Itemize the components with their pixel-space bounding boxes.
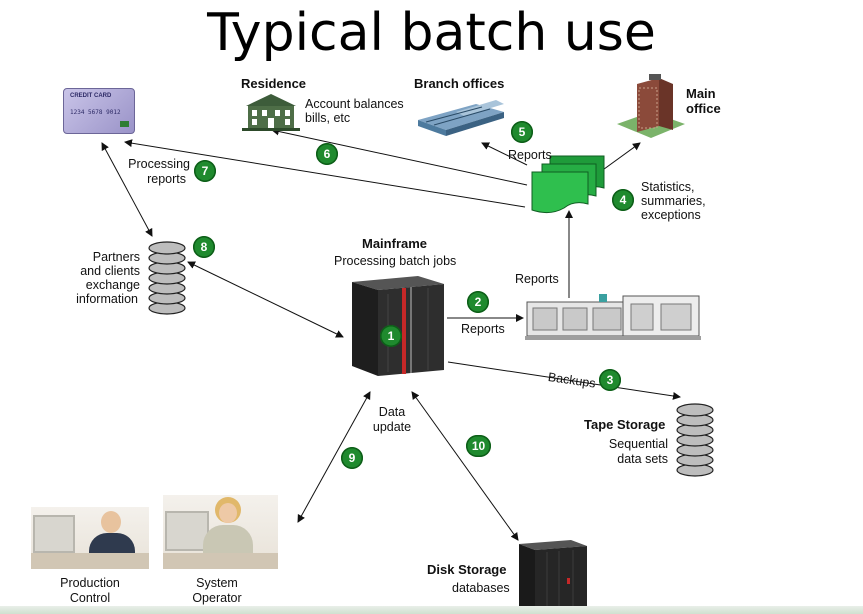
branch-office-icon [418, 100, 504, 136]
production-control-photo [31, 507, 149, 569]
arrow-to-residence [271, 127, 528, 186]
credit-card-number: 1234 5678 9012 [70, 109, 121, 116]
tape-storage-desc-2: data sets [617, 452, 668, 466]
arrow-mainframe-tape [447, 361, 681, 400]
tape-storage-name: Tape Storage [584, 417, 666, 432]
printer-icon [525, 294, 701, 340]
credit-card-label: CREDIT CARD [70, 93, 112, 99]
badge-1: 1 [380, 325, 402, 347]
processing-reports-label-1: Processing [128, 157, 190, 171]
disk-storage-name: Disk Storage [427, 562, 507, 577]
badge-6: 6 [316, 143, 338, 165]
badge-7: 7 [194, 160, 216, 182]
operator-label-2: Operator [192, 591, 242, 605]
badge-9: 9 [341, 447, 363, 469]
partners-tape-stack-icon [148, 241, 186, 315]
badge-3: 3 [599, 369, 621, 391]
arrow-mainframe-disk [411, 391, 519, 541]
badge-8: 8 [193, 236, 215, 258]
main-office-label-2: office [686, 101, 721, 116]
production-label-1: Production [60, 576, 120, 590]
partners-label-1: Partners [92, 250, 140, 264]
partners-label-4: information [76, 292, 138, 306]
credit-card-icon: CREDIT CARD 1234 5678 9012 [63, 88, 135, 134]
system-operator-photo [163, 495, 278, 569]
mainframe-name: Mainframe [362, 236, 428, 251]
report-stack-icon [531, 155, 605, 214]
main-office-icon [617, 74, 685, 138]
processing-reports-label-2: reports [147, 172, 186, 186]
residence-desc-1: Account balances [305, 97, 404, 111]
branch-offices-name: Branch offices [414, 76, 505, 91]
data-update-label-2: update [372, 420, 412, 434]
data-update-label-1: Data [378, 405, 406, 419]
statistics-label-2: summaries, [641, 194, 706, 208]
arrow-to-credit-card [124, 139, 526, 208]
disk-storage-icon [519, 540, 587, 608]
tape-stack-icon [676, 403, 714, 477]
residence-icon [242, 94, 300, 131]
arrow-partners-mainframe [187, 261, 344, 338]
production-label-2: Control [69, 591, 111, 605]
operator-label-1: System [196, 576, 238, 590]
statistics-label-1: Statistics, [641, 180, 695, 194]
arrow-operators-mainframe [297, 391, 371, 523]
mainframe-icon [352, 276, 444, 376]
residence-desc-2: bills, etc [305, 111, 351, 125]
reports-branch-label: Reports [508, 148, 552, 162]
partners-label-2: and clients [80, 264, 140, 278]
reports-printer-label: Reports [515, 272, 559, 286]
arrow-to-main-office [599, 142, 641, 173]
statistics-label-3: exceptions [641, 208, 701, 222]
slide-footer-bar [0, 606, 863, 614]
tape-storage-desc-1: Sequential [608, 437, 668, 451]
reports-arrow-label: Reports [461, 322, 505, 336]
badge-2: 2 [467, 291, 489, 313]
arrow-to-branch [481, 142, 528, 166]
disk-storage-desc: databases [452, 581, 510, 595]
page-title: Typical batch use [207, 3, 656, 63]
badge-10: 10 [466, 435, 491, 457]
badge-5: 5 [511, 121, 533, 143]
arrow-card-partners [101, 142, 153, 237]
main-office-label-1: Main [686, 86, 716, 101]
partners-label-3: exchange [85, 278, 140, 292]
badge-4: 4 [612, 189, 634, 211]
mainframe-desc: Processing batch jobs [334, 254, 457, 268]
residence-name: Residence [241, 76, 307, 91]
